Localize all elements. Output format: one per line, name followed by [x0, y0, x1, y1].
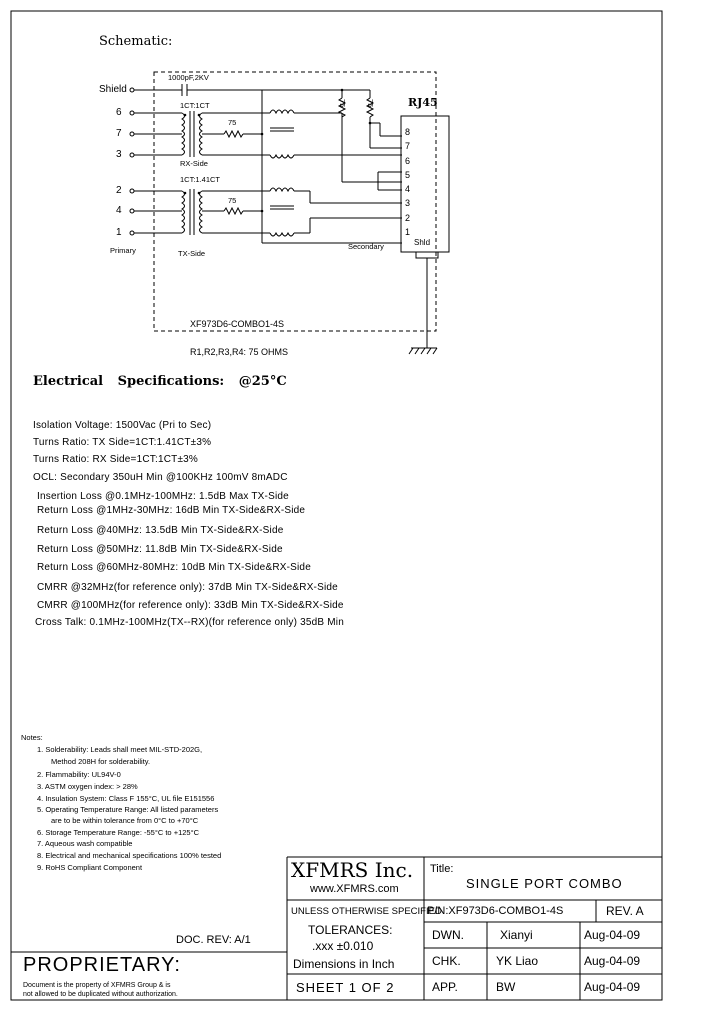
spec-line: Return Loss @50MHz: 11.8dB Min TX-Side&R… [37, 544, 283, 555]
tolerance-value: .xxx ±0.010 [312, 939, 374, 953]
tolerances-label: TOLERANCES: [308, 923, 393, 937]
doc-revision: DOC. REV: A/1 [176, 934, 251, 946]
drawn-date: Aug-04-09 [584, 928, 641, 942]
drawn-by: Xianyi [500, 928, 533, 942]
schematic-heading: Schematic: [99, 34, 173, 49]
resistor-label: 75 [338, 99, 347, 108]
note-line: 1. Solderability: Leads shall meet MIL-S… [37, 745, 203, 754]
spec-line: Isolation Voltage: 1500Vac (Pri to Sec) [33, 420, 212, 431]
checked-label: CHK. [432, 954, 461, 968]
pin-label: 2 [116, 185, 122, 196]
rj45-pin: 3 [405, 198, 411, 208]
pin-label: 1 [116, 227, 122, 238]
resistor-note: R1,R2,R3,R4: 75 OHMS [190, 347, 289, 357]
spec-line: CMRR @100MHz(for reference only): 33dB M… [37, 600, 344, 611]
rj45-pin: 8 [405, 127, 411, 137]
company-name: XFMRS Inc. [291, 858, 414, 882]
note-line: 7. Aqueous wash compatible [37, 839, 133, 848]
approved-by: BW [496, 980, 516, 994]
pin-label: 3 [116, 149, 122, 160]
checked-by: YK Liao [496, 954, 539, 968]
rj45-pin: 6 [405, 156, 411, 166]
company-website: www.XFMRS.com [310, 883, 399, 895]
tolerance-header: UNLESS OTHERWISE SPECIFIED [291, 906, 442, 917]
approved-date: Aug-04-09 [584, 980, 641, 994]
pin-label-shield: Shield [99, 84, 127, 95]
title-value: SINGLE PORT COMBO [466, 876, 623, 891]
page-border [10, 10, 663, 1001]
secondary-label: Secondary [348, 242, 384, 251]
drawn-label: DWN. [432, 928, 464, 942]
note-line: 3. ASTM oxygen index: > 28% [37, 782, 138, 791]
spec-line: OCL: Secondary 350uH Min @100KHz 100mV 8… [33, 472, 288, 483]
checked-date: Aug-04-09 [584, 954, 641, 968]
note-line: Method 208H for solderability. [51, 757, 151, 766]
note-line: 9. RoHS Compliant Component [37, 863, 143, 872]
proprietary-notice-line: not allowed to be duplicated without aut… [23, 991, 178, 998]
note-line: 8. Electrical and mechanical specificati… [37, 851, 222, 860]
rj45-shield-pin: Shld [414, 238, 431, 247]
part-number: P/N:XF973D6-COMBO1-4S [427, 905, 564, 917]
spec-line: Return Loss @40MHz: 13.5dB Min TX-Side&R… [37, 525, 284, 536]
note-line: 5. Operating Temperature Range: All list… [37, 805, 219, 814]
approved-label: APP. [432, 980, 458, 994]
pin-label: 4 [116, 205, 122, 216]
pin-label: 6 [116, 107, 122, 118]
sheet-number: SHEET 1 OF 2 [296, 980, 395, 995]
note-line: 6. Storage Temperature Range: -55°C to +… [37, 828, 199, 837]
spec-line: Cross Talk: 0.1MHz-100MHz(TX--RX)(for re… [35, 617, 344, 628]
title-label: Title: [430, 863, 454, 875]
spec-line: Turns Ratio: RX Side=1CT:1CT±3% [33, 454, 198, 465]
rj45-pin: 1 [405, 227, 411, 237]
note-line: are to be within tolerance from 0°C to +… [51, 816, 199, 825]
module-outline [153, 71, 437, 332]
note-line: 4. Insulation System: Class F 155°C, UL … [37, 794, 215, 803]
spec-line: Turns Ratio: TX Side=1CT:1.41CT±3% [33, 437, 212, 448]
spec-line: Insertion Loss @0.1MHz-100MHz: 1.5dB Max… [37, 491, 289, 502]
rj45-pin: 7 [405, 141, 411, 151]
dimensions-unit: Dimensions in Inch [293, 957, 395, 971]
module-part-number: XF973D6-COMBO1-4S [190, 319, 285, 329]
rj45-pin: 4 [405, 184, 411, 194]
proprietary-label: PROPRIETARY: [23, 954, 181, 976]
rj45-label: RJ45 [408, 96, 438, 109]
rj45-pin: 2 [405, 213, 411, 223]
spec-line: CMRR @32MHz(for reference only): 37dB Mi… [37, 582, 338, 593]
rx-ratio-label: 1CT:1CT [180, 101, 210, 110]
rj45-pin: 5 [405, 170, 411, 180]
notes-heading: Notes: [21, 733, 43, 742]
note-line: 2. Flammability: UL94V-0 [37, 770, 121, 779]
pin-label: 7 [116, 128, 122, 139]
spec-line: Return Loss @1MHz-30MHz: 16dB Min TX-Sid… [37, 505, 306, 516]
proprietary-notice-line: Document is the property of XFMRS Group … [23, 982, 171, 989]
primary-label: Primary [110, 246, 136, 255]
spec-line: Return Loss @60MHz-80MHz: 10dB Min TX-Si… [37, 562, 311, 573]
resistor-label: 75 [366, 99, 375, 108]
rx-side-label: RX-Side [180, 159, 208, 168]
resistor-label: 75 [228, 118, 237, 127]
tx-ratio-label: 1CT:1.41CT [180, 175, 221, 184]
tx-side-label: TX-Side [178, 249, 206, 258]
capacitor-label: 1000pF,2KV [168, 73, 209, 82]
revision: REV. A [606, 904, 644, 918]
resistor-label: 75 [228, 196, 237, 205]
specs-heading: Electrical Specifications: @25°C [33, 374, 287, 389]
